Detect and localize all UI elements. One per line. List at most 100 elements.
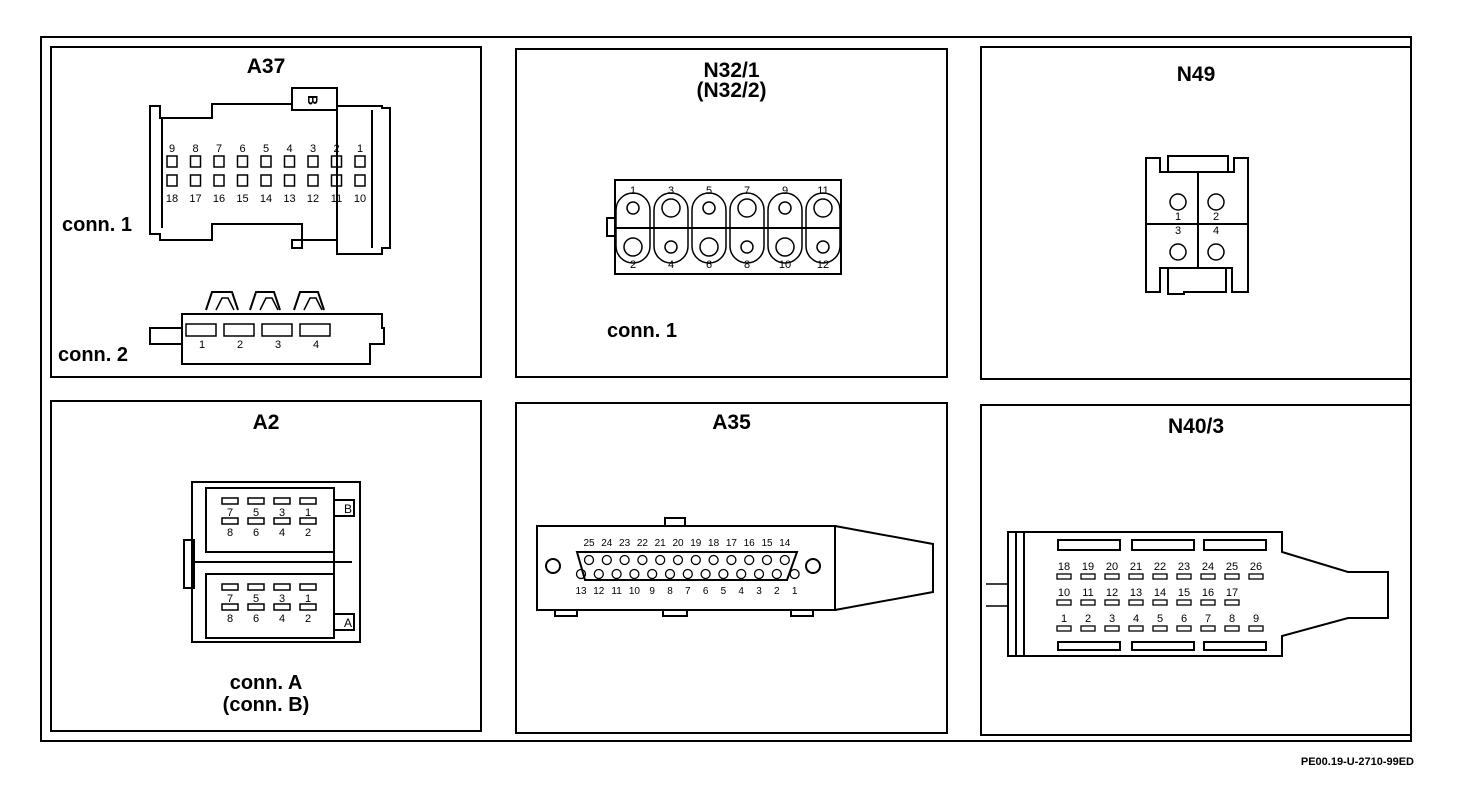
a2-pin [247, 517, 265, 525]
a2-pin-label: 3 [279, 593, 285, 605]
n32-pin [623, 237, 643, 257]
a35-pin [637, 554, 648, 566]
a2-pin [299, 583, 317, 591]
a35-pin-label: 10 [629, 586, 641, 597]
n32-cavity [691, 228, 727, 264]
a35-pin [761, 554, 773, 566]
n40-pin-label: 16 [1202, 587, 1214, 599]
a37-conn2-label: conn. 2 [58, 344, 129, 366]
a37-pin [213, 155, 225, 168]
n32-cavity [729, 228, 765, 264]
n49-pin [1169, 193, 1187, 211]
a35-pin-label: 4 [738, 586, 744, 597]
a35-pin [611, 568, 622, 580]
n32-pin-label: 7 [744, 185, 750, 197]
a2-pin-label: 7 [227, 593, 233, 605]
n32-cavity [653, 192, 689, 228]
n32-pin-label: 5 [706, 185, 712, 197]
n32-pin-label: 9 [782, 185, 788, 197]
n32-cavity [615, 192, 651, 228]
a2-pin-label: 7 [227, 507, 233, 519]
a35-pin [682, 568, 693, 580]
n40-pin-label: 23 [1178, 561, 1190, 573]
a35-pin-label: 18 [708, 538, 720, 549]
a37-pin-label: 6 [239, 143, 245, 155]
n32-pin-label: 2 [630, 259, 636, 271]
a37-pin [330, 174, 343, 187]
n32-cavity [653, 228, 689, 264]
a37-pin [283, 174, 296, 187]
n32-pin-label: 4 [668, 259, 674, 271]
n40-pin-label: 4 [1133, 613, 1139, 625]
a37-pin-label: 17 [189, 193, 201, 205]
n32-pin-label: 12 [817, 259, 829, 271]
a37-conn2-pin [261, 323, 293, 337]
a2-pin-label: 6 [253, 613, 259, 625]
a37-pin-label: 16 [213, 193, 225, 205]
a35-pin [744, 554, 755, 566]
a35-pin [575, 568, 587, 580]
a2-conn-a-label: conn. A [229, 672, 303, 694]
a37-pin [189, 155, 202, 168]
a35-pin-label: 9 [649, 586, 655, 597]
n40-pin-label: 26 [1250, 561, 1262, 573]
a37-pin-label: 3 [310, 143, 316, 155]
n40-pin-label: 9 [1253, 613, 1259, 625]
diagram-frame [40, 36, 1412, 742]
a37-b-marker: B [305, 95, 321, 105]
n40-pin [1080, 599, 1096, 606]
n32-pin [626, 201, 640, 215]
n40-pin-label: 1 [1061, 613, 1067, 625]
n32-pin [699, 237, 719, 257]
a2-pin-label: 2 [305, 613, 311, 625]
a37-pin-label: 13 [283, 193, 295, 205]
n32-title: N32/1 [703, 59, 760, 82]
a37-title: A37 [246, 55, 286, 78]
n40-pin [1248, 573, 1264, 580]
a35-pin-label: 24 [601, 538, 613, 549]
a35-pin-label: 20 [672, 538, 684, 549]
a35-pin-label: 6 [703, 586, 709, 597]
a37-pin-label: 15 [236, 193, 248, 205]
n32-pin-label: 8 [744, 259, 750, 271]
a37-pin [189, 174, 202, 187]
figure-code: PE00.19-U-2710-99ED [1300, 756, 1414, 768]
a35-pin-label: 2 [774, 586, 780, 597]
a37-pin-label: 14 [260, 193, 272, 205]
n40-pin [1104, 599, 1120, 606]
a2-title: A2 [252, 411, 280, 434]
a2-pin [221, 583, 239, 591]
a35-pin [726, 554, 737, 566]
a37-pin-label: 7 [216, 143, 222, 155]
n40-pin-label: 19 [1082, 561, 1094, 573]
n32-pin [664, 240, 678, 254]
n40-pin-label: 21 [1130, 561, 1142, 573]
n32-pin-label: 3 [668, 185, 674, 197]
n40-pin [1200, 573, 1216, 580]
a35-pin-label: 8 [667, 586, 673, 597]
n40-title: N40/3 [1167, 415, 1225, 438]
a35-pin [779, 554, 790, 566]
n40-pin [1224, 573, 1240, 580]
a2-pin-label: 2 [305, 527, 311, 539]
a35-pin [593, 568, 604, 580]
n40-pin-label: 10 [1058, 587, 1070, 599]
n40-pin [1080, 573, 1096, 580]
a2-conn-b-label: (conn. B) [222, 694, 310, 716]
a37-pin-label: 8 [192, 143, 198, 155]
n40-pin-label: 12 [1106, 587, 1118, 599]
n49-pin-label: 3 [1175, 225, 1181, 237]
a35-pin [601, 554, 612, 566]
a2-pin [299, 497, 317, 505]
a37-pin [354, 155, 366, 168]
n40-pin [1200, 625, 1216, 632]
n40-pin [1128, 573, 1144, 580]
a35-pin-label: 23 [619, 538, 631, 549]
